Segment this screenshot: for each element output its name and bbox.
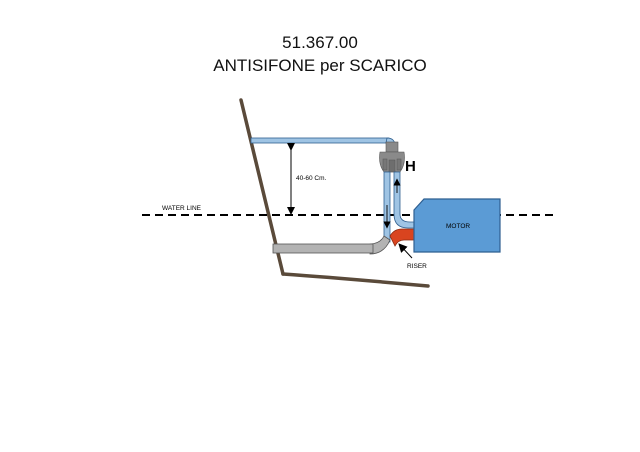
antisiphon-valve bbox=[379, 141, 405, 173]
exhaust-pipe bbox=[272, 243, 374, 254]
valve-mark: H bbox=[405, 158, 416, 175]
riser-arrow bbox=[398, 243, 413, 259]
upper-pipe bbox=[250, 137, 396, 153]
page-title: ANTISIFONE per SCARICO bbox=[213, 56, 427, 75]
motor-label: MOTOR bbox=[446, 223, 470, 230]
water-line-label: WATER LINE bbox=[162, 205, 202, 212]
riser-pipe bbox=[389, 228, 417, 247]
product-code: 51.367.00 bbox=[282, 33, 358, 52]
exhaust-elbow bbox=[369, 235, 391, 255]
riser-label: RISER bbox=[407, 263, 427, 270]
height-dimension-label: 40-60 Cm. bbox=[296, 175, 327, 182]
motor-block bbox=[413, 198, 501, 253]
